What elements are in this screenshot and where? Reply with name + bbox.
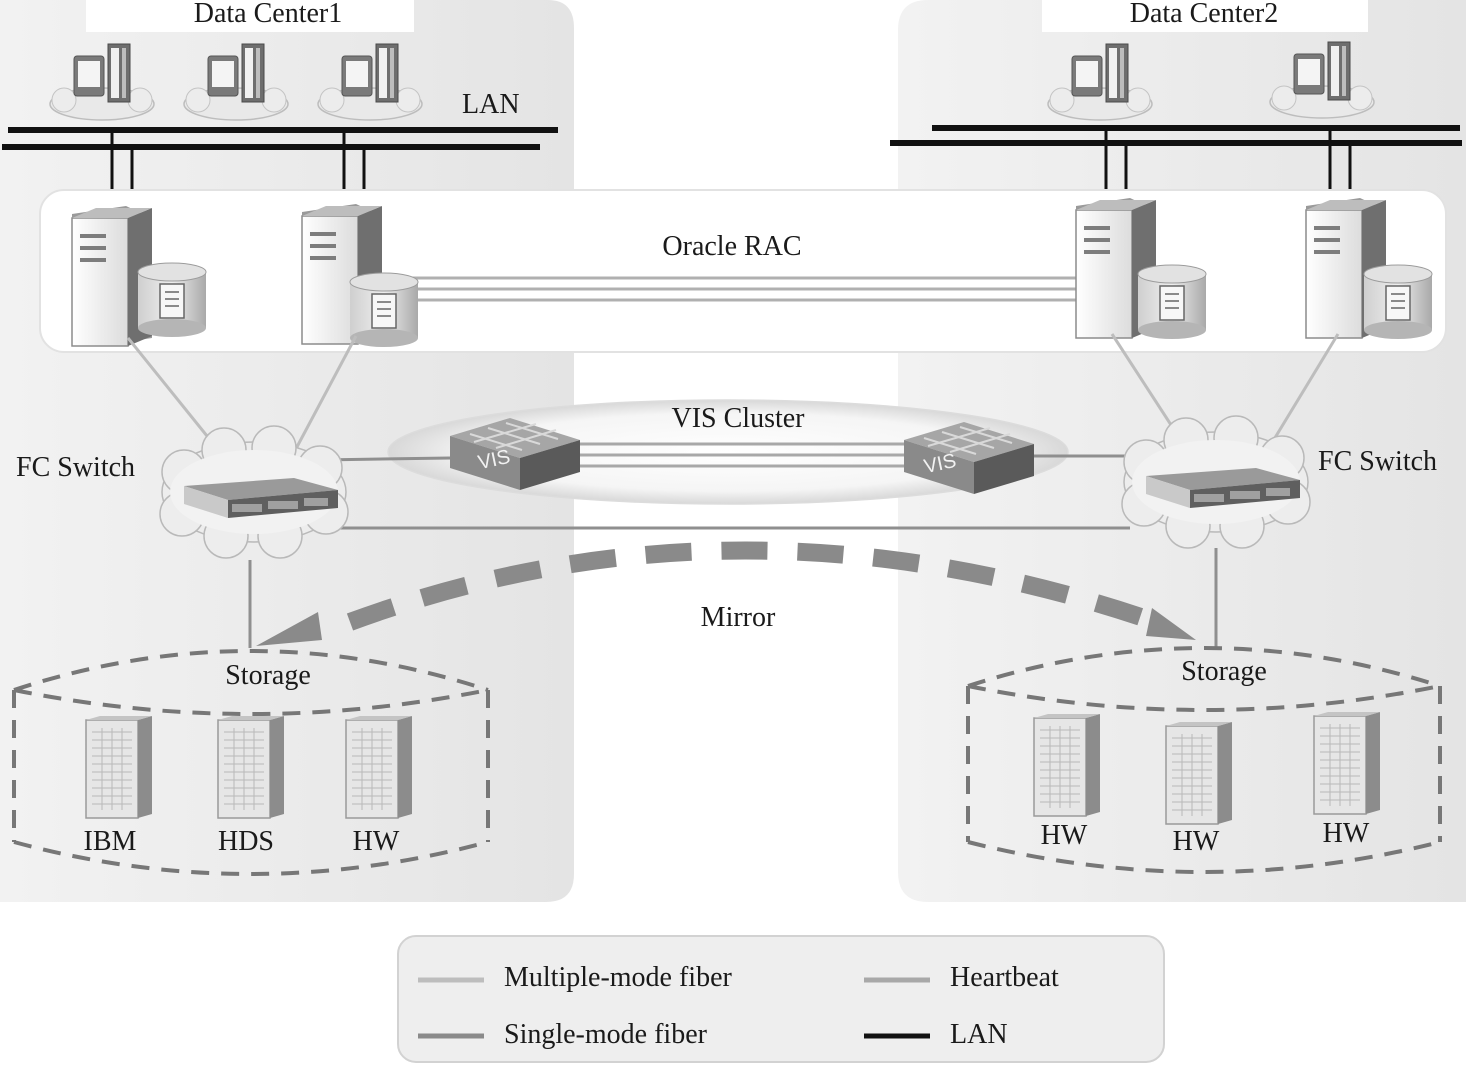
array-label: HW — [352, 826, 400, 857]
storage-left-label: Storage — [225, 660, 311, 691]
array-label: IBM — [83, 826, 137, 857]
oracle-rac-band — [39, 189, 1447, 353]
rac-heartbeat-lines — [400, 276, 1080, 302]
storage-right-label: Storage — [1181, 656, 1267, 687]
singlemode-fiber-lines — [248, 454, 1218, 648]
array-label: HDS — [217, 826, 275, 857]
lan-label: LAN — [462, 89, 520, 120]
storage-cylinder-dc1 — [12, 649, 490, 876]
lan-lines — [2, 125, 1462, 150]
legend-label-heartbeat: Heartbeat — [950, 962, 1059, 993]
oracle-rac-label: Oracle RAC — [662, 231, 802, 262]
array-label: HW — [1172, 826, 1220, 857]
fc-switch-right-label: FC Switch — [1318, 446, 1438, 477]
array-label: HW — [1040, 820, 1088, 851]
mirror-label: Mirror — [700, 602, 776, 633]
vis-cluster-label: VIS Cluster — [671, 403, 805, 434]
data-center1-title-tab — [86, 0, 414, 32]
data-center2-title: Data Center2 — [1129, 0, 1279, 29]
fc-switch-left-label: FC Switch — [16, 452, 136, 483]
legend-label-multimode: Multiple-mode fiber — [504, 962, 732, 993]
legend-box — [397, 935, 1165, 1063]
storage-cylinder-dc2 — [966, 646, 1442, 874]
vis-heartbeat-lines — [570, 442, 910, 468]
legend-label-lan: LAN — [950, 1019, 1008, 1050]
legend-label-singlemode: Single-mode fiber — [504, 1019, 707, 1050]
data-center2-title-tab — [1042, 0, 1368, 32]
mirror-arrow-left — [256, 612, 322, 646]
data-center1-title: Data Center1 — [193, 0, 343, 29]
array-label: HW — [1322, 818, 1370, 849]
mirror-arrow-right — [1146, 608, 1196, 640]
mirror-arc — [346, 541, 1153, 631]
